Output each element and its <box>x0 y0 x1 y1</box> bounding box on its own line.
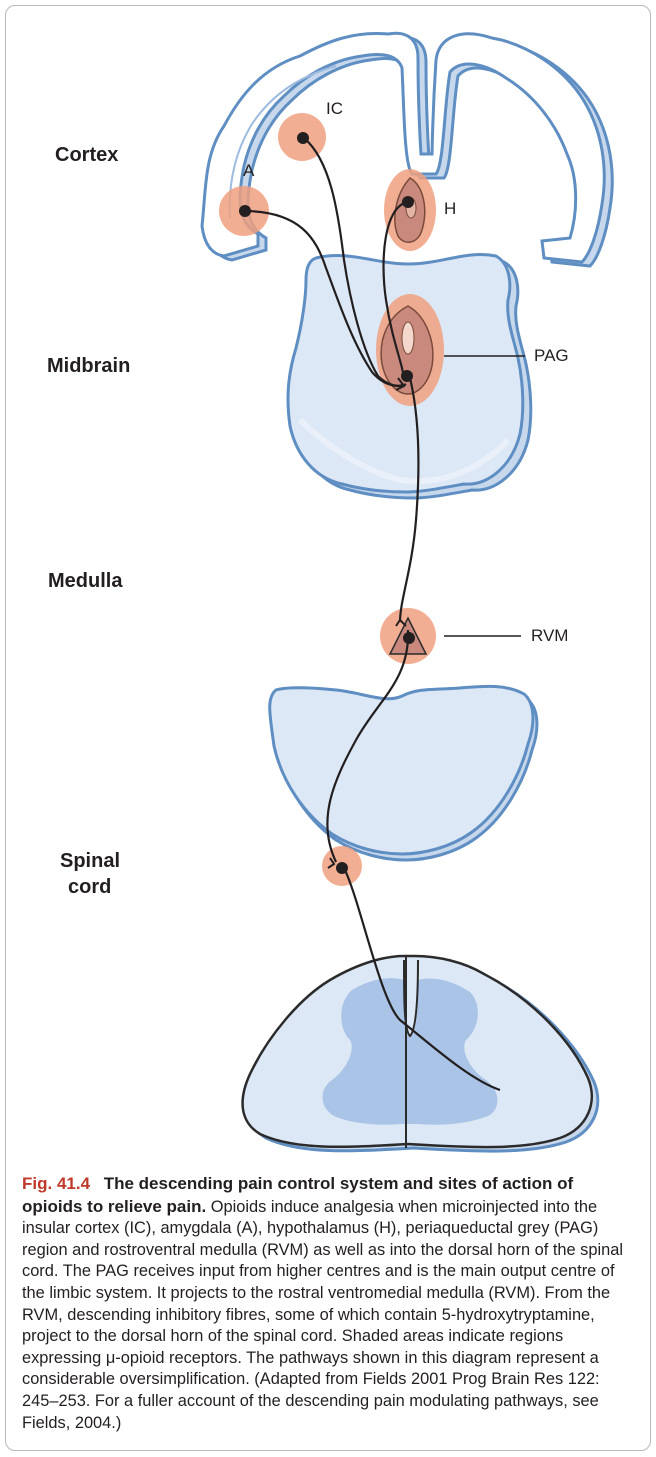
medulla-outline <box>270 686 533 854</box>
label-medulla: Medulla <box>48 569 122 593</box>
cell-body-amygdala <box>239 205 251 217</box>
label-insular-cortex: IC <box>326 99 343 119</box>
label-rvm: RVM <box>531 626 568 646</box>
label-hypothalamus: H <box>444 199 456 219</box>
aqueduct <box>402 322 414 354</box>
label-spinal: Spinal <box>60 849 120 873</box>
label-cord: cord <box>68 875 111 899</box>
figure-body: Opioids induce analgesia when microinjec… <box>22 1198 623 1432</box>
label-cortex: Cortex <box>55 143 118 167</box>
figure-number: Fig. 41.4 <box>22 1174 90 1193</box>
medulla-section <box>270 686 537 860</box>
label-midbrain: Midbrain <box>47 354 130 378</box>
cell-body-ic <box>297 132 309 144</box>
figure-caption: Fig. 41.4 The descending pain control sy… <box>22 1173 632 1434</box>
label-pag: PAG <box>534 346 569 366</box>
label-amygdala: A <box>243 161 254 181</box>
cell-body-rvm <box>403 632 415 644</box>
cell-body-hypothalamus <box>402 196 414 208</box>
cell-body-pag <box>401 370 413 382</box>
cell-body-dorsal-horn <box>336 862 348 874</box>
spinal-cord-section <box>243 956 598 1151</box>
